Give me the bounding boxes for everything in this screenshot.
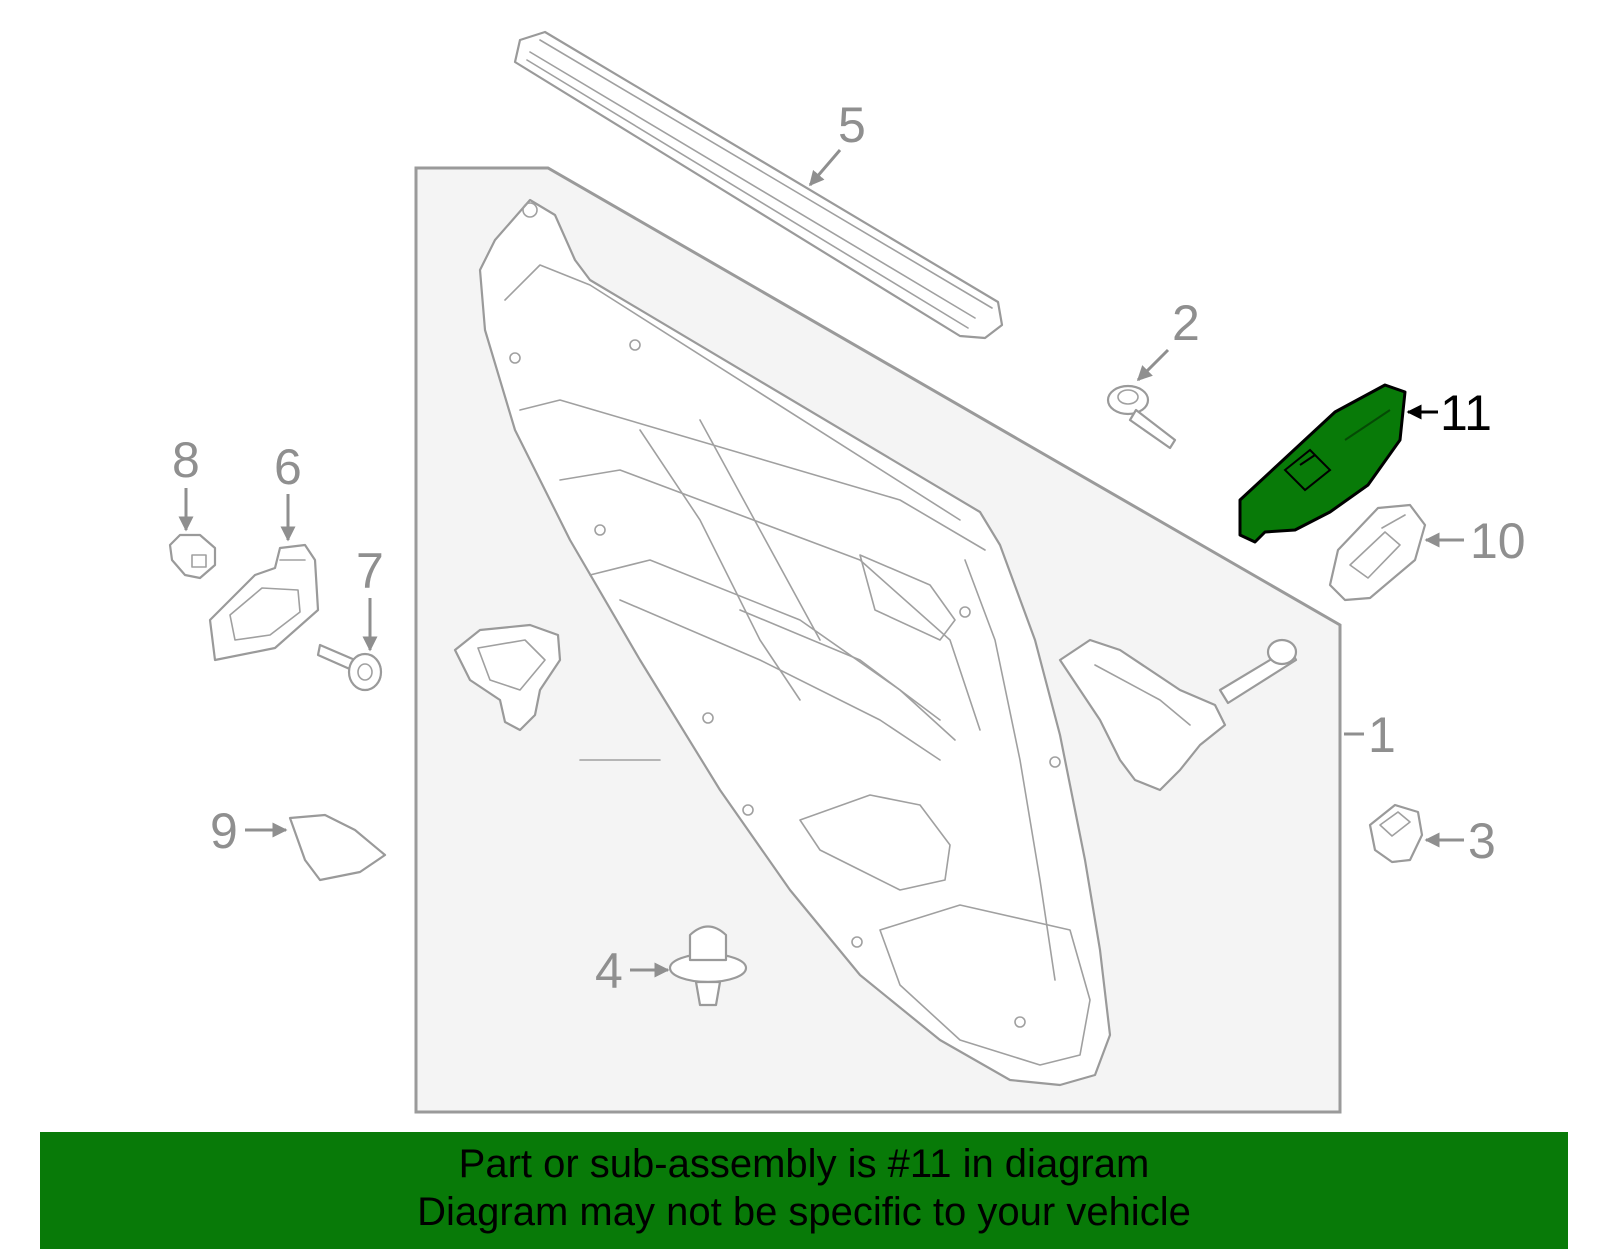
callout-10: 10 — [1470, 513, 1526, 569]
inner-handle-bracket — [453, 623, 562, 732]
part-6-bracket — [208, 543, 320, 662]
pull-handle-assembly — [1058, 638, 1298, 792]
callout-6: 6 — [274, 439, 302, 495]
callout-1: 1 — [1368, 707, 1396, 763]
part-4-push-retainer — [668, 925, 748, 1007]
callout-9: 9 — [210, 803, 238, 859]
callout-7: 7 — [356, 543, 384, 599]
leader-5 — [808, 149, 842, 187]
callout-2: 2 — [1172, 295, 1200, 351]
callout-3: 3 — [1468, 813, 1496, 869]
banner-disclaimer: Diagram may not be specific to your vehi… — [417, 1190, 1191, 1234]
part-7-screw — [316, 643, 383, 692]
banner-part-info: Part or sub-assembly is #11 in diagram — [458, 1142, 1150, 1186]
door-trim-panel — [478, 198, 1112, 1087]
info-banner: Part or sub-assembly is #11 in diagram D… — [40, 1132, 1568, 1249]
part-10-window-switch — [1328, 503, 1427, 602]
part-5-belt-weatherstrip — [513, 30, 1004, 340]
leader-2 — [1136, 348, 1170, 382]
part-2-screw — [1106, 384, 1177, 450]
callout-8: 8 — [172, 432, 200, 488]
part-8-clip — [168, 533, 217, 580]
part-11-switch-bezel — [1238, 383, 1407, 544]
callout-4: 4 — [595, 943, 623, 999]
parts-diagram: 5 2 11 10 1 3 4 8 6 7 9 — [168, 30, 1526, 1114]
callout-11: 11 — [1440, 385, 1492, 441]
callout-5: 5 — [838, 97, 866, 153]
part-3-clip — [1368, 803, 1424, 864]
part-9-cover — [288, 813, 387, 882]
